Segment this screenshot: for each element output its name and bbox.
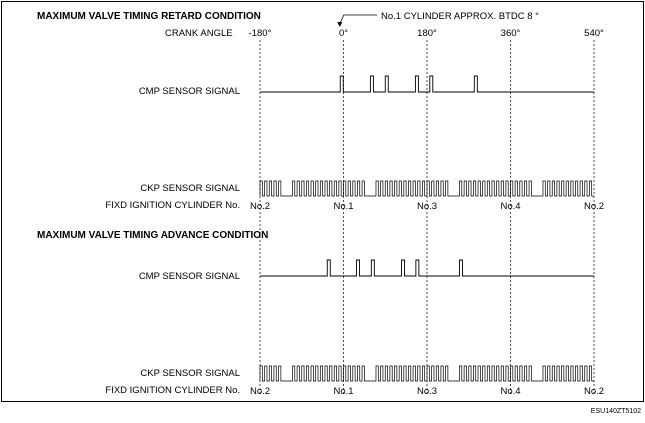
advance-cmp-signal (260, 259, 594, 277)
cylinder-number: No.3 (417, 201, 437, 212)
retard-condition-title: MAXIMUM VALVE TIMING RETARD CONDITION (37, 11, 261, 22)
ckp-waveform (259, 180, 594, 197)
advance-cylinder-numbers: No.2 No.1 No.3 No.4 No.2 (250, 386, 604, 397)
ckp-missing-tooth (534, 181, 543, 196)
cylinder-number: No.1 (333, 201, 353, 212)
cylinder-number: No.1 (333, 386, 353, 397)
retard-cmp-signal (260, 75, 594, 93)
ckp-missing-tooth (367, 366, 376, 381)
ckp-missing-tooth (450, 366, 459, 381)
retard-ckp-label: CKP SENSOR SIGNAL (140, 183, 240, 194)
ckp-missing-tooth (534, 366, 543, 381)
cylinder-number: No.4 (500, 386, 520, 397)
crank-angle-label: CRANK ANGLE (165, 28, 233, 39)
cmp-waveform (260, 259, 594, 277)
annotation-text: No.1 CYLINDER APPROX. BTDC 8 ° (381, 11, 539, 22)
retard-cylinder-label: FIXD IGNITION CYLINDER No. (105, 200, 240, 211)
advance-cmp-label: CMP SENSOR SIGNAL (139, 271, 240, 282)
annotation-arrowhead (337, 22, 343, 27)
annotation-arrow (337, 14, 377, 27)
ckp-missing-tooth (367, 181, 376, 196)
diagram-border (1, 1, 644, 402)
angle-tick-label: 0° (339, 28, 348, 39)
advance-ckp-label: CKP SENSOR SIGNAL (140, 368, 240, 379)
angle-tick-label: -180° (249, 28, 272, 39)
cylinder-number: No.4 (500, 201, 520, 212)
advance-condition-title: MAXIMUM VALVE TIMING ADVANCE CONDITION (37, 230, 268, 241)
angle-tick-label: 180° (417, 28, 437, 39)
cylinder-number: No.2 (584, 201, 604, 212)
ckp-missing-tooth (283, 366, 292, 381)
advance-cylinder-label: FIXD IGNITION CYLINDER No. (105, 385, 240, 396)
ckp-missing-tooth (283, 181, 292, 196)
cmp-waveform (260, 75, 594, 93)
ckp-waveform (259, 365, 594, 382)
cylinder-number: No.3 (417, 386, 437, 397)
retard-ckp-signal (259, 180, 594, 197)
figure-code: ESU140ZT5102 (591, 408, 641, 415)
angle-tick-labels: -180° 0° 180° 360° 540° (249, 28, 604, 39)
retard-cylinder-numbers: No.2 No.1 No.3 No.4 No.2 (250, 201, 604, 212)
angle-tick-label: 540° (584, 28, 604, 39)
advance-ckp-signal (259, 365, 594, 382)
ckp-missing-tooth (450, 181, 459, 196)
crank-angle-guide-lines (259, 40, 595, 396)
cylinder-number: No.2 (584, 386, 604, 397)
retard-cmp-label: CMP SENSOR SIGNAL (139, 86, 240, 97)
annotation-leader (339, 14, 377, 25)
cylinder-number: No.2 (250, 201, 270, 212)
angle-tick-label: 360° (501, 28, 521, 39)
cylinder-number: No.2 (250, 386, 270, 397)
